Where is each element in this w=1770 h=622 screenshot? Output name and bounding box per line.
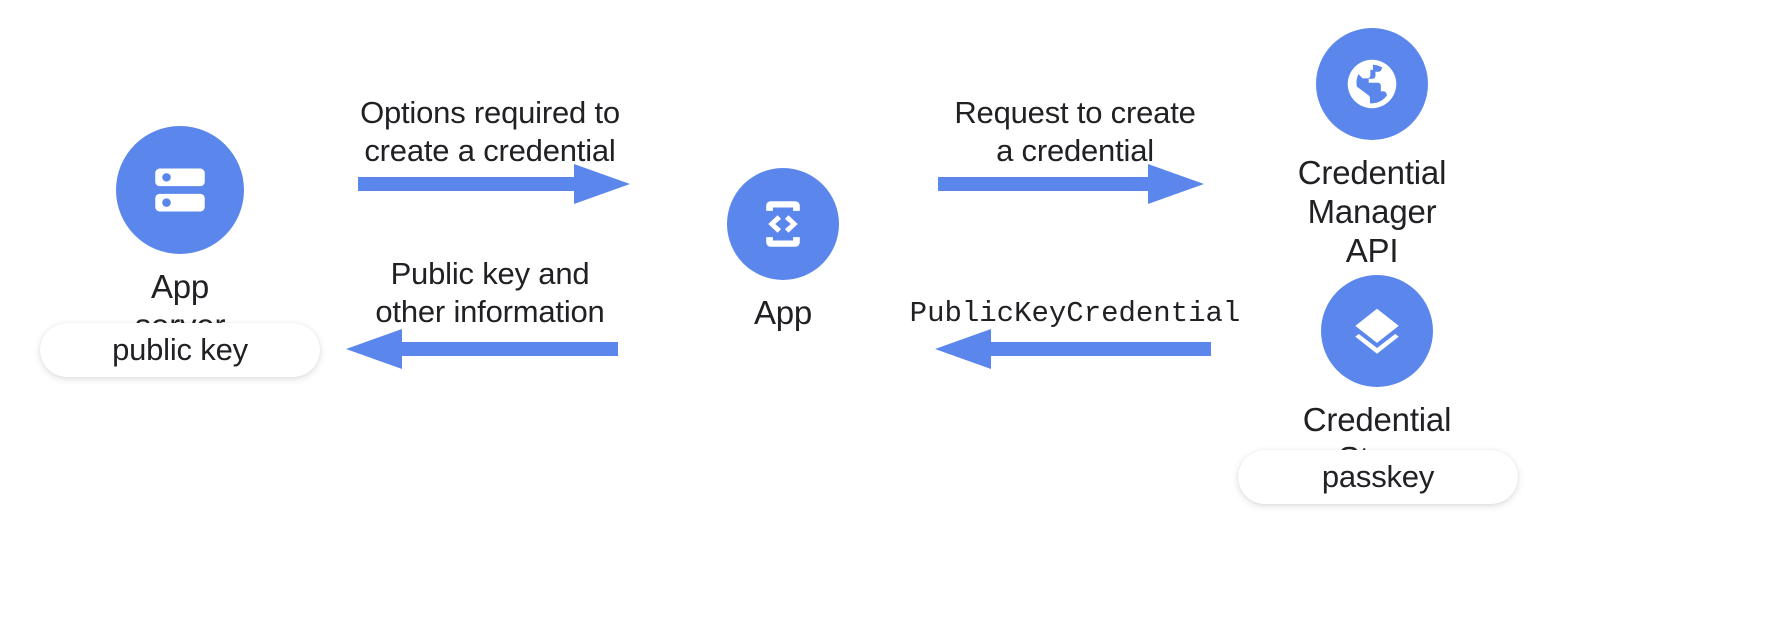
arrow-server-to-app — [358, 160, 634, 208]
arrow-credential-store-to-app — [925, 325, 1215, 373]
arrow-caption-credential-store-to-app: PublicKeyCredential — [909, 297, 1241, 330]
chip-passkey-label: passkey — [1321, 459, 1435, 494]
chip-passkey: passkey — [1238, 450, 1518, 504]
arrow-caption-app-to-credential-manager: Request to create a credential — [954, 95, 1196, 168]
arrow-app-to-credential-manager — [938, 160, 1208, 208]
node-credential-manager-api-label: Credential Manager API — [1297, 154, 1447, 269]
globe-icon — [1341, 53, 1403, 115]
server-icon — [147, 157, 213, 223]
node-credential-store: Credential Store — [1303, 275, 1451, 479]
node-app-label: App — [753, 294, 813, 331]
layers-icon — [1346, 300, 1408, 362]
arrow-caption-app-to-server: Public key and other information — [375, 256, 605, 329]
app-server-circle — [116, 126, 244, 254]
chip-public-key-label: public key — [112, 332, 248, 367]
node-credential-manager-api: Credential Manager API — [1298, 28, 1446, 271]
mobile-code-icon — [752, 193, 814, 255]
app-circle — [727, 168, 839, 280]
credential-store-circle — [1321, 275, 1433, 387]
chip-public-key: public key — [40, 323, 320, 377]
arrow-app-to-server — [338, 325, 618, 373]
node-app-server: App server — [116, 126, 244, 346]
arrow-caption-server-to-app: Options required to create a credential — [360, 95, 620, 168]
credential-manager-api-circle — [1316, 28, 1428, 140]
node-app: App — [727, 168, 839, 333]
